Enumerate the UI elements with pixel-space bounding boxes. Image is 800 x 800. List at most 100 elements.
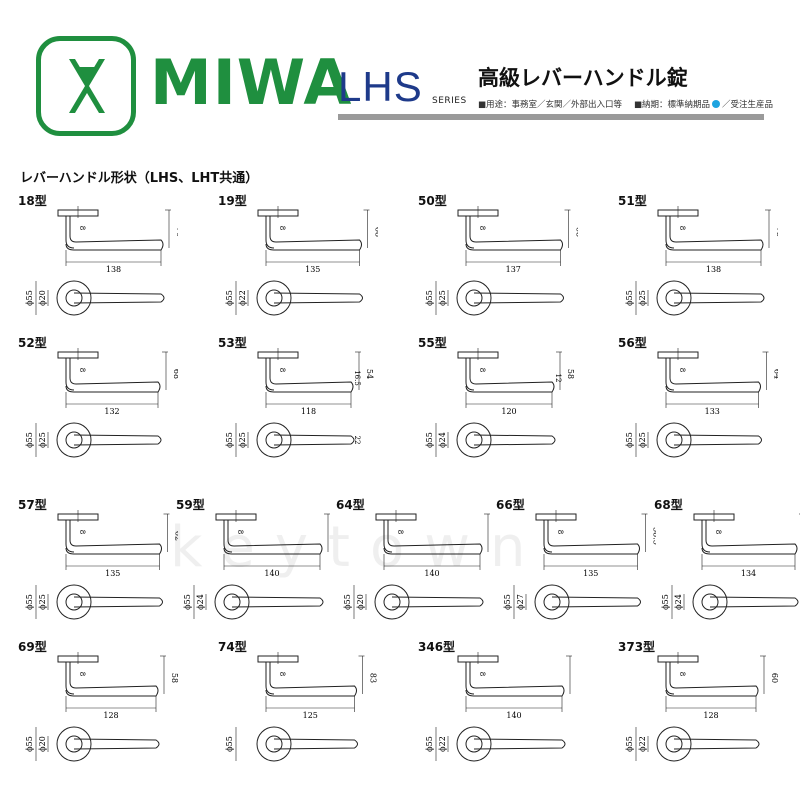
offset-dim-value: 8 [396, 530, 404, 534]
rose-circle [456, 422, 492, 458]
rose-circle [56, 280, 92, 316]
lever-body [465, 358, 555, 393]
handle-model-label: 64型 [336, 498, 365, 512]
lever-neck [383, 520, 393, 553]
lever-neck [265, 216, 275, 249]
offset-dim-value: 8 [78, 530, 86, 534]
rose-circle [214, 584, 250, 620]
handle-model-label: 373型 [618, 640, 656, 654]
offset-dim-value: 8 [78, 226, 86, 230]
rose-circle [56, 726, 92, 762]
rose-circle [456, 726, 492, 762]
height-dim-value: 68 [374, 227, 379, 237]
lever-top-view [73, 596, 163, 608]
spindle-circle [65, 289, 83, 307]
side-dim-value: 22 [353, 436, 361, 445]
lever-top-view [273, 738, 358, 750]
offset-dim-value: 8 [478, 672, 486, 676]
outer-diameter-value: ϕ55 [25, 432, 34, 448]
inner-diameter-value: ϕ25 [638, 290, 647, 306]
lever-neck [665, 216, 675, 249]
rose-circle [374, 584, 410, 620]
usage-note: ■用途：事務室／玄関／外部出入口等 [478, 100, 623, 110]
handle-model-label: 50型 [418, 194, 447, 208]
product-title: 高級レバーハンドル錠 [478, 66, 688, 90]
lever-body [665, 358, 761, 393]
lever-body [65, 358, 161, 393]
lever-body [665, 216, 764, 251]
spindle-circle [65, 735, 83, 753]
height-dim-value: 75 [775, 227, 778, 237]
rose-circle [256, 280, 292, 316]
inner-diameter-value: ϕ22 [438, 736, 447, 752]
handle-model-label: 51型 [618, 194, 647, 208]
rose-circle [656, 280, 692, 316]
spindle-circle [465, 735, 483, 753]
inner-diameter-value: ϕ25 [238, 432, 247, 448]
rose-circle [656, 726, 692, 762]
standard-dot-icon [712, 100, 721, 108]
rose-circle [692, 584, 728, 620]
handle-model-label: 74型 [218, 640, 247, 654]
inner-diameter-value: ϕ22 [238, 290, 247, 306]
lever-top-view [391, 596, 484, 608]
height-dim-value: 68 [172, 369, 178, 379]
lever-body [383, 520, 483, 555]
spindle-circle [265, 289, 283, 307]
lever-top-view [73, 738, 160, 750]
lever-neck [543, 520, 553, 553]
header-rule [338, 114, 764, 120]
lever-body [65, 216, 164, 251]
offset-dim-value: 8 [678, 368, 686, 372]
lever-top-view [273, 292, 363, 304]
width-dim-value: 138 [106, 265, 121, 274]
miwa-logo [36, 36, 136, 136]
outer-diameter-value: ϕ55 [225, 290, 234, 306]
spindle-circle [543, 593, 561, 611]
inner-diameter-value: ϕ20 [38, 736, 47, 752]
width-dim-value: 120 [501, 407, 516, 416]
lever-neck [65, 520, 75, 553]
outer-diameter-value: ϕ55 [25, 736, 34, 752]
handle-model-label: 56型 [618, 336, 647, 350]
lever-top-view [73, 292, 165, 304]
width-dim-value: 128 [703, 711, 718, 720]
inner-diameter-value: ϕ24 [196, 594, 205, 610]
offset-dim-value: 8 [678, 672, 686, 676]
lever-top-view [473, 738, 566, 750]
lever-neck [65, 216, 75, 249]
lever-top-view [473, 292, 564, 304]
offset-dim-value: 8 [236, 530, 244, 534]
height-dim-value: 58 [566, 369, 575, 379]
lever-body [265, 216, 362, 251]
lever-body [665, 662, 759, 697]
lever-top-view [273, 434, 355, 446]
handle-model-label: 53型 [218, 336, 247, 350]
offset-dim-value: 8 [478, 368, 486, 372]
lever-top-view [673, 738, 760, 750]
rose-circle [656, 422, 692, 458]
inner-diameter-value: ϕ27 [516, 594, 525, 610]
lever-top-view [73, 434, 162, 446]
lever-top-view [231, 596, 324, 608]
height-dim-value: 68 [334, 531, 336, 541]
width-dim-value: 135 [305, 265, 320, 274]
spindle-circle [665, 431, 683, 449]
width-dim-value: 135 [583, 569, 598, 578]
lever-top-view [709, 596, 799, 608]
width-dim-value: 137 [506, 265, 521, 274]
width-dim-value: 128 [103, 711, 118, 720]
height-dim-value: 54 [365, 369, 374, 379]
